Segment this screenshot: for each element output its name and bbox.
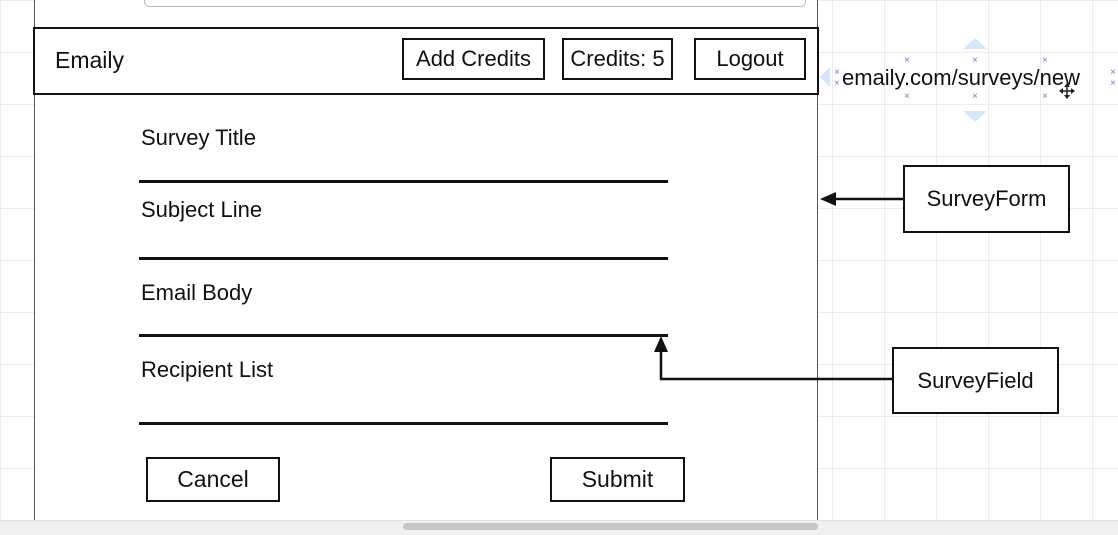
- survey-field-label-box[interactable]: SurveyField: [892, 347, 1059, 414]
- drag-hint-left-icon[interactable]: [820, 67, 830, 87]
- selection-handle-icon[interactable]: ×: [1042, 55, 1048, 66]
- survey-form-label-box[interactable]: SurveyForm: [903, 165, 1070, 233]
- credits-badge: Credits: 5: [562, 38, 673, 80]
- selection-handle-icon[interactable]: ×: [972, 91, 978, 102]
- survey-title-label: Survey Title: [141, 125, 256, 150]
- email-body-label: Email Body: [141, 280, 253, 305]
- scrollbar-thumb[interactable]: [403, 523, 818, 530]
- selection-handle-icon[interactable]: ×: [1110, 78, 1116, 89]
- recipient-list-input[interactable]: [139, 422, 668, 425]
- logout-button[interactable]: Logout: [694, 38, 806, 80]
- selection-handle-icon[interactable]: ×: [834, 67, 840, 78]
- selection-handle-icon[interactable]: ×: [1042, 91, 1048, 102]
- survey-title-input[interactable]: [139, 180, 668, 183]
- survey-field-arrow: [654, 336, 892, 381]
- selection-handle-icon[interactable]: ×: [904, 55, 910, 66]
- survey-form-arrow: [820, 192, 903, 206]
- email-body-input[interactable]: [139, 334, 668, 337]
- navbar: Emaily Add Credits Credits: 5 Logout: [33, 27, 819, 95]
- browser-url-bar: [144, 0, 806, 7]
- selection-handle-icon[interactable]: ×: [904, 91, 910, 102]
- selection-handle-icon[interactable]: ×: [1110, 67, 1116, 78]
- subject-line-input[interactable]: [139, 257, 668, 260]
- drag-hint-down-icon[interactable]: [963, 111, 987, 122]
- url-annotation[interactable]: emaily.com/surveys/new: [842, 65, 1080, 90]
- selection-handle-icon[interactable]: ×: [834, 78, 840, 89]
- recipient-list-label: Recipient List: [141, 357, 274, 382]
- selection-handle-icon[interactable]: ×: [972, 55, 978, 66]
- subject-line-label: Subject Line: [141, 197, 263, 222]
- drag-hint-up-icon[interactable]: [963, 38, 987, 49]
- brand-logo[interactable]: Emaily: [55, 47, 125, 73]
- add-credits-button[interactable]: Add Credits: [402, 38, 545, 80]
- cancel-button[interactable]: Cancel: [146, 457, 280, 502]
- move-cursor-icon: [1059, 83, 1075, 99]
- submit-button[interactable]: Submit: [550, 457, 685, 502]
